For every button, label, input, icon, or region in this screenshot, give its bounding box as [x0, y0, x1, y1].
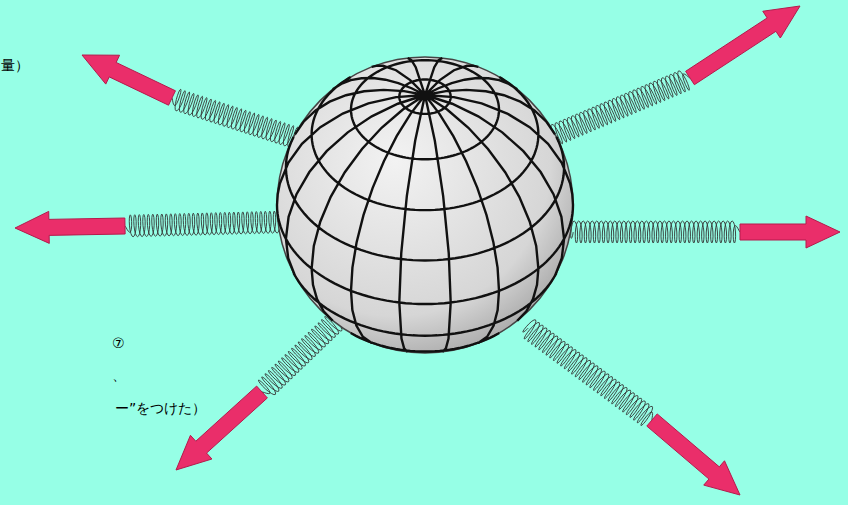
spring-coil — [571, 221, 740, 243]
force-arrow — [82, 55, 175, 105]
force-arrow — [740, 216, 840, 248]
arrows — [15, 6, 840, 495]
text-fragment: ー”をつけた） — [114, 400, 207, 416]
spring-coil — [125, 211, 280, 237]
spring-coil — [258, 316, 341, 394]
spring-coil — [551, 71, 690, 144]
globe — [277, 57, 573, 353]
text-fragment: ⑦ — [111, 335, 126, 351]
force-arrow — [647, 414, 740, 495]
spring-coil — [172, 89, 306, 150]
text-fragment: 、 — [111, 367, 127, 383]
spring-coil — [523, 320, 653, 426]
force-arrow — [15, 211, 125, 243]
globe-graticule — [277, 58, 573, 352]
text-fragment: 量） — [0, 57, 30, 73]
force-arrow — [686, 6, 800, 85]
force-arrow — [176, 386, 267, 470]
